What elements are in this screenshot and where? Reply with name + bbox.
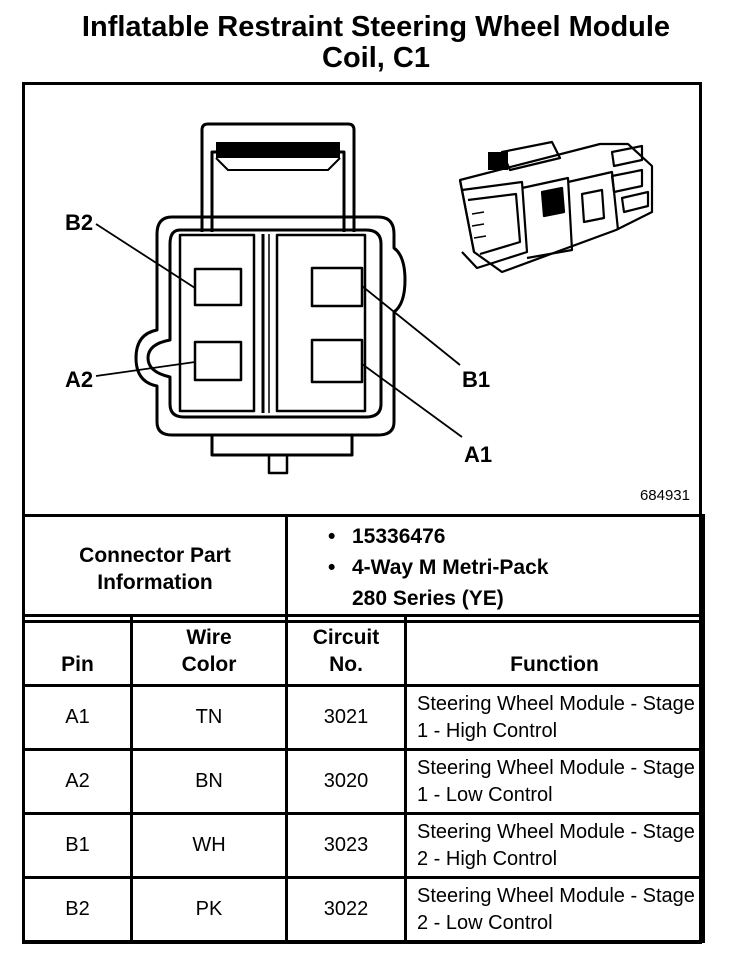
cell-function: Steering Wheel Module - Stage 1 - High C… [404, 684, 705, 751]
connector-info-item: • 4-Way M Metri-Pack 280 Series (YE) [328, 552, 702, 614]
header-pin: Pin [22, 614, 133, 687]
label-a2: A2 [65, 367, 93, 392]
pin-table: Pin Wire Color Circuit No. Function A1 T… [22, 614, 705, 943]
label-b2: B2 [65, 210, 93, 235]
cell-function-text: Steering Wheel Module - Stage 2 - Low Co… [417, 884, 695, 934]
title-line-1: Inflatable Restraint Steering Wheel Modu… [81, 11, 671, 43]
connector-info-item: • 15336476 [328, 521, 702, 552]
image-number: 684931 [639, 487, 690, 504]
connector-face [134, 122, 407, 475]
cell-function-text: Steering Wheel Module - Stage 2 - High C… [417, 820, 695, 870]
table-row: B1 WH 3023 Steering Wheel Module - Stage… [22, 812, 705, 879]
cell-wire-color: TN [130, 684, 288, 751]
cell-circuit-no: 3023 [285, 812, 407, 879]
cell-circuit-no: 3021 [285, 684, 407, 751]
cell-pin: B1 [22, 812, 133, 879]
table-row: B2 PK 3022 Steering Wheel Module - Stage… [22, 876, 705, 943]
cell-wire-color: BN [130, 748, 288, 815]
cell-circuit-no: 3020 [285, 748, 407, 815]
header-wire-color-text: Wire Color [181, 626, 237, 676]
pin-labels: B2 A2 B1 A1 [65, 210, 492, 467]
cavity-a1 [310, 338, 364, 384]
table-row: A2 BN 3020 Steering Wheel Module - Stage… [22, 748, 705, 815]
cell-function-text: Steering Wheel Module - Stage 1 - High C… [417, 692, 695, 742]
pin-table-header: Pin Wire Color Circuit No. Function [22, 614, 705, 687]
diagram-frame [22, 82, 702, 944]
cavity-b1 [310, 266, 364, 308]
top-latch [200, 122, 356, 232]
cell-function-text: Steering Wheel Module - Stage 1 - Low Co… [417, 756, 695, 806]
title-line-2: Coil, C1 [322, 42, 430, 74]
leader-lines [95, 223, 463, 438]
connector-info-table: Connector Part Information • 15336476 • … [22, 514, 705, 623]
part-number: 15336476 [352, 525, 446, 548]
cell-function: Steering Wheel Module - Stage 1 - Low Co… [404, 748, 705, 815]
label-a1: A1 [464, 442, 492, 467]
connector-type: 4-Way M Metri-Pack 280 Series (YE) [352, 556, 549, 610]
cell-wire-color: PK [130, 876, 288, 943]
header-circuit-no: Circuit No. [285, 614, 407, 687]
header-circuit-no-text: Circuit No. [312, 626, 380, 676]
connector-3d-view [458, 140, 654, 274]
cell-wire-color: WH [130, 812, 288, 879]
cell-pin: B2 [22, 876, 133, 943]
connector-diagram: B2 A2 B1 A1 [65, 122, 654, 475]
connector-info-label: Connector Part Information [22, 514, 288, 623]
cell-function: Steering Wheel Module - Stage 2 - High C… [404, 812, 705, 879]
label-b1: B1 [462, 367, 490, 392]
header-wire-color: Wire Color [130, 614, 288, 687]
connector-body [134, 215, 407, 437]
cell-pin: A1 [22, 684, 133, 751]
bullet: • [328, 556, 336, 579]
cavity-b2 [193, 267, 243, 307]
header-function: Function [404, 614, 705, 687]
bullet: • [328, 525, 336, 548]
page-title: Inflatable Restraint Steering Wheel Modu… [0, 12, 752, 74]
cell-function: Steering Wheel Module - Stage 2 - Low Co… [404, 876, 705, 943]
cavity-a2 [193, 340, 243, 382]
cell-circuit-no: 3022 [285, 876, 407, 943]
connector-info-list: • 15336476 • 4-Way M Metri-Pack 280 Seri… [285, 514, 705, 623]
cell-pin: A2 [22, 748, 133, 815]
table-row: A1 TN 3021 Steering Wheel Module - Stage… [22, 684, 705, 751]
